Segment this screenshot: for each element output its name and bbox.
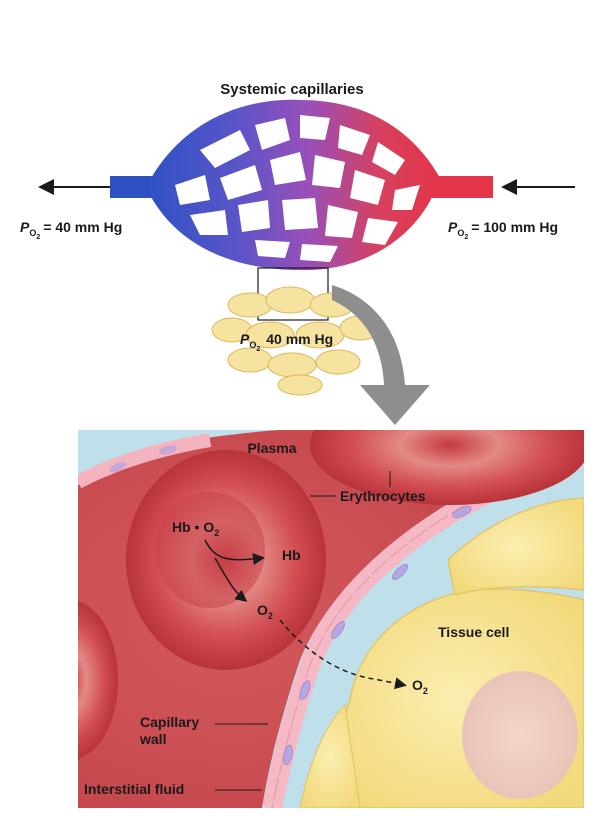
tissue-cluster: [211, 286, 381, 396]
o2-label: O2: [257, 602, 273, 621]
o2-release-arrow: [214, 557, 248, 602]
capillary-mesh: [175, 115, 420, 262]
plasma-label: Plasma: [247, 440, 296, 456]
erythrocytes-label: Erythrocytes: [340, 488, 426, 504]
erythrocyte-top: [310, 430, 584, 505]
capillary-wall-label-line2: wall: [139, 731, 166, 747]
interstitial-fluid-label: Interstitial fluid: [84, 781, 184, 797]
svg-text:PO2= 100 mm Hg: PO2= 100 mm Hg: [448, 219, 558, 241]
svg-text:PO2= 40 mm Hg: PO2= 40 mm Hg: [20, 219, 122, 241]
detail-panel: [78, 430, 584, 808]
hb-label: Hb: [282, 547, 301, 563]
erythrocyte-left: [78, 601, 118, 759]
zoom-arrow: [332, 285, 430, 425]
hb-release-arrow: [204, 539, 265, 566]
tissue-o2-label: O2: [412, 677, 428, 696]
arteriole-tube: [425, 176, 493, 198]
venous-po2-label: PO2= 40 mm Hg: [20, 219, 122, 241]
tissue-cell-upper: [447, 497, 584, 596]
arterial-po2-label: PO2= 100 mm Hg: [448, 219, 558, 241]
capillary-wall-label-line1: Capillary: [140, 714, 199, 730]
upper-capillary-wall: [78, 433, 212, 489]
svg-text:PO240 mm Hg: PO240 mm Hg: [240, 331, 333, 353]
tissue-cell-label: Tissue cell: [438, 624, 509, 640]
tissue-po2-label: PO240 mm Hg: [240, 331, 333, 353]
capillary-bed-title: Systemic capillaries: [220, 81, 363, 98]
hbo2-label: Hb • O2: [172, 519, 219, 538]
tissue-cell-nucleus: [462, 671, 578, 799]
o2-diffusion-arrow: [279, 619, 407, 690]
